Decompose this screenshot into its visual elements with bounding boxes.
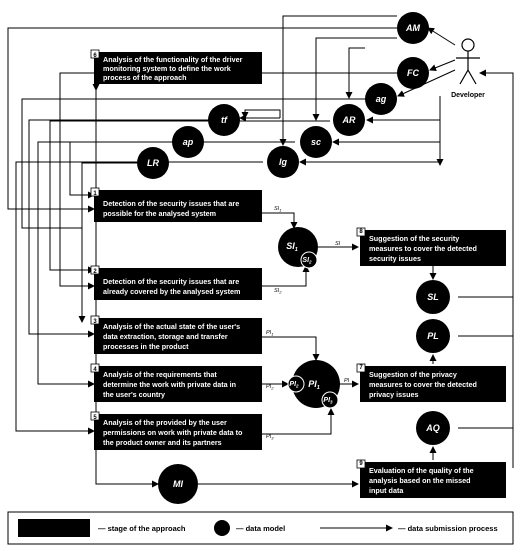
- model-fc: FC: [397, 57, 429, 89]
- svg-text:FC: FC: [407, 68, 419, 78]
- svg-text:6: 6: [93, 53, 97, 59]
- svg-text:the user's country: the user's country: [103, 390, 165, 399]
- svg-text:4: 4: [93, 367, 97, 373]
- svg-text:AR: AR: [342, 115, 356, 125]
- svg-text:determine the work with privat: determine the work with private data in: [103, 380, 236, 389]
- model-ap: ap: [172, 126, 204, 158]
- svg-text:Detection of the security issu: Detection of the security issues that ar…: [103, 277, 239, 286]
- svg-text:process of the approach: process of the approach: [103, 73, 186, 82]
- svg-text:privacy issues: privacy issues: [369, 390, 419, 399]
- svg-text:9: 9: [359, 461, 363, 467]
- stage-6: 6 Analysis of the functionality of the d…: [90, 49, 262, 84]
- svg-text:Evaluation of the quality of t: Evaluation of the quality of the: [369, 466, 474, 475]
- flow-label-pi: PI: [344, 378, 350, 384]
- svg-text:Detection of the security issu: Detection of the security issues that ar…: [103, 199, 239, 208]
- model-aq: AQ: [416, 411, 450, 445]
- svg-text:MI: MI: [173, 479, 183, 489]
- svg-text:SI1: SI1: [286, 241, 298, 253]
- svg-text:8: 8: [359, 229, 363, 235]
- model-pi2: PI2: [287, 375, 305, 393]
- svg-text:Suggestion of the privacy: Suggestion of the privacy: [369, 370, 457, 379]
- model-ag: ag: [365, 83, 397, 115]
- flow-label-pi2: PI2: [266, 384, 274, 391]
- svg-text:processes in the product: processes in the product: [103, 342, 189, 351]
- stage-1: 1 Detection of the security issues that …: [90, 187, 262, 222]
- developer-label: Developer: [451, 92, 485, 99]
- svg-text:the product owner and its part: the product owner and its partners: [103, 438, 222, 447]
- stage-3: 3 Analysis of the actual state of the us…: [90, 315, 262, 354]
- svg-text:3: 3: [93, 319, 97, 325]
- svg-text:measures to cover the detected: measures to cover the detected: [369, 244, 477, 253]
- flow-label-si: SI: [335, 241, 341, 247]
- model-sl: SL: [416, 280, 450, 314]
- svg-text:ag: ag: [376, 94, 387, 104]
- model-tf: tf: [208, 104, 240, 136]
- svg-text:tf: tf: [221, 115, 228, 125]
- model-mi: MI: [158, 464, 198, 504]
- svg-text:possible for the analysed syst: possible for the analysed system: [103, 209, 216, 218]
- flow-labels: SI1 SI2 SI PI1 PI2 PI3 PI: [266, 206, 350, 441]
- svg-text:LR: LR: [147, 158, 159, 168]
- legend-stage-swatch: [18, 519, 90, 537]
- svg-text:permissions on work with priva: permissions on work with private data to: [103, 428, 243, 437]
- legend-model-swatch: [214, 520, 230, 536]
- model-sc: sc: [300, 126, 332, 158]
- svg-text:1: 1: [93, 191, 97, 197]
- svg-text:monitoring system to define th: monitoring system to define the work: [103, 64, 231, 73]
- model-pi3: PI3: [321, 391, 339, 409]
- stage-2: 2 Detection of the security issues that …: [90, 265, 262, 300]
- svg-text:security issues: security issues: [369, 254, 421, 263]
- svg-text:data extraction, storage and t: data extraction, storage and transfer: [103, 332, 228, 341]
- model-lr: LR: [137, 147, 169, 179]
- svg-text:AM: AM: [405, 23, 420, 33]
- stage-9: 9 Evaluation of the quality of the analy…: [356, 459, 506, 498]
- flow-label-si1: SI1: [274, 206, 281, 213]
- svg-text:7: 7: [359, 365, 363, 371]
- stage-5: 5 Analysis of the provided by the user p…: [90, 411, 262, 450]
- svg-text:Analysis of the actual state o: Analysis of the actual state of the user…: [103, 322, 240, 331]
- svg-text:already covered by the analyse: already covered by the analysed system: [103, 287, 240, 296]
- model-si2: SI2: [300, 251, 318, 269]
- svg-text:lg: lg: [279, 157, 288, 167]
- svg-text:SI2: SI2: [302, 257, 312, 265]
- flow-label-si2: SI2: [274, 288, 282, 295]
- svg-text:ap: ap: [183, 137, 194, 147]
- svg-text:measures to cover the detected: measures to cover the detected: [369, 380, 477, 389]
- legend-stage-label: — stage of the approach: [98, 524, 186, 533]
- svg-text:PI2: PI2: [289, 381, 299, 389]
- developer-actor-icon: [456, 38, 480, 85]
- svg-text:sc: sc: [311, 137, 321, 147]
- svg-text:PI1: PI1: [308, 379, 320, 391]
- svg-text:5: 5: [93, 415, 97, 421]
- stage-8: 8 Suggestion of the security measures to…: [356, 227, 506, 266]
- svg-text:analysis based on the missed: analysis based on the missed: [369, 476, 470, 485]
- model-ar: AR: [333, 104, 365, 136]
- legend-model-label: — data model: [236, 524, 285, 533]
- svg-text:PL: PL: [427, 331, 439, 341]
- model-am: AM: [397, 12, 429, 44]
- legend: — stage of the approach — data model — d…: [7, 511, 514, 545]
- svg-text:PI3: PI3: [323, 397, 333, 405]
- svg-text:2: 2: [93, 269, 97, 275]
- stage-4: 4 Analysis of the requirements that dete…: [90, 363, 262, 402]
- svg-text:Suggestion of the security: Suggestion of the security: [369, 234, 459, 243]
- svg-text:Analysis of the provided by th: Analysis of the provided by the user: [103, 418, 227, 427]
- model-pl: PL: [416, 319, 450, 353]
- svg-text:Analysis of the requirements t: Analysis of the requirements that: [103, 370, 217, 379]
- svg-text:Analysis of the functionality: Analysis of the functionality of the dri…: [103, 55, 243, 64]
- stage-7: 7 Suggestion of the privacy measures to …: [356, 363, 506, 402]
- svg-text:SL: SL: [427, 292, 439, 302]
- svg-text:AQ: AQ: [425, 423, 440, 433]
- legend-flow-label: — data submission process: [398, 524, 498, 533]
- model-lg: lg: [267, 146, 299, 178]
- svg-text:input data: input data: [369, 486, 404, 495]
- flow-label-pi3: PI3: [266, 434, 274, 441]
- flow-label-pi1: PI1: [266, 330, 273, 337]
